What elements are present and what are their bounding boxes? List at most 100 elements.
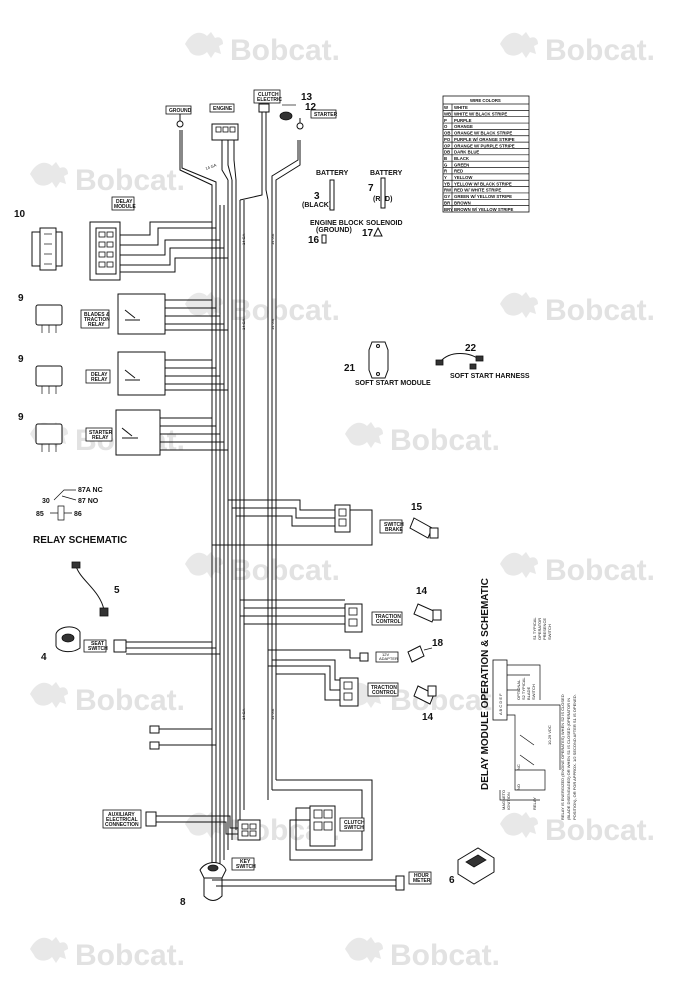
wire-color-code: Y — [444, 175, 447, 180]
watermark-text: Bobcat. — [545, 34, 655, 67]
gauge-label: 14 GA — [270, 708, 275, 720]
wire-colors-title: WIRE COLORS — [470, 98, 501, 103]
battery-cables: BATTERY 3 (BLACK) BATTERY 7 (RED) ENGINE… — [302, 170, 403, 246]
svg-text:PRESENCE: PRESENCE — [542, 618, 547, 640]
wire-color-name: ORANGE W/ BLACK STRIPE — [454, 131, 512, 136]
soft-start-module-label: SOFT START MODULE — [355, 380, 431, 387]
wire-color-code: YB — [444, 181, 450, 186]
callout-13: 13 — [301, 92, 313, 103]
left-connectors — [149, 725, 216, 750]
harness-trunk — [179, 110, 301, 900]
wire-color-name: GREEN — [454, 162, 469, 167]
ground-label: GROUND — [169, 108, 192, 114]
watermark-text: Bobcat. — [390, 684, 500, 717]
watermark-text: Bobcat. — [75, 684, 185, 717]
wire-color-code: BR — [444, 200, 451, 205]
gauge-labels: 14 GA 14 GA 14 GA 14 GA 14 GA 14 GA 14 G… — [205, 162, 275, 720]
starter-label: STARTER — [314, 112, 338, 118]
callout-4: 4 — [41, 652, 47, 663]
pin-87a-label: 87A NC — [78, 487, 103, 494]
wire-color-code: GY — [444, 194, 450, 199]
wire-color-name: WHITE W/ BLACK STRIPE — [454, 112, 507, 117]
wire-color-code: RW — [444, 188, 452, 193]
svg-text:SWITCH: SWITCH — [531, 684, 536, 700]
wire-color-name: RED — [454, 169, 463, 174]
gauge-label: 14 GA — [205, 162, 218, 171]
part-12-13: 13 12 — [279, 92, 317, 121]
callout-7: 7 — [368, 183, 374, 194]
callout-17: 17 — [362, 228, 374, 239]
callout-22: 22 — [465, 343, 477, 354]
wire-color-code: R — [444, 169, 448, 174]
no-label: NO — [516, 784, 521, 790]
callout-6: 6 — [449, 875, 455, 886]
watermark-text: Bobcat. — [230, 294, 340, 327]
delay-module-pins — [98, 231, 114, 268]
battery-black-color: (BLACK) — [302, 202, 331, 209]
callout-14: 14 — [416, 586, 428, 597]
callout-14b: 14 — [422, 712, 434, 723]
wire-color-code: B — [444, 156, 447, 161]
nc-label: NC — [516, 764, 521, 770]
engine-label: ENGINE — [213, 106, 233, 112]
relay-schematic-title: RELAY SCHEMATIC — [33, 535, 127, 546]
watermark-text: Bobcat. — [390, 939, 500, 972]
callout-10: 10 — [14, 209, 26, 220]
svg-text:SWITCH: SWITCH — [547, 624, 552, 640]
wire-color-name: DARK BLUE — [454, 150, 479, 155]
callout-3: 3 — [314, 191, 320, 202]
watermark-text: Bobcat. — [230, 554, 340, 587]
svg-text:IGNITION: IGNITION — [506, 792, 511, 810]
callout-9b: 9 — [18, 354, 24, 365]
wire-color-name: BROWN W/ YELLOW STRIPE — [454, 207, 513, 212]
watermark-layer: Bobcat. Bobcat. Bobcat. Bobcat. Bobcat. … — [30, 32, 655, 972]
callout-9: 9 — [18, 293, 24, 304]
wire-color-name: YELLOW W/ BLACK STRIPE — [454, 181, 512, 186]
callout-12: 12 — [305, 102, 317, 113]
wire-color-name: RED W/ WHITE STRIPE — [454, 188, 501, 193]
relay-label: RELAY — [532, 797, 537, 810]
s2-label: OPTIONAL — [516, 679, 521, 700]
relay-schematic: 87A NC 87 NO 30 85 86 RELAY SCHEMATIC — [33, 487, 127, 546]
callout-18: 18 — [432, 638, 444, 649]
wire-color-code: P — [444, 118, 447, 123]
watermark-text: Bobcat. — [545, 554, 655, 587]
callout-8: 8 — [180, 897, 186, 908]
gauge-label: 14 GA — [270, 318, 275, 330]
delay-schematic-title: DELAY MODULE OPERATION & SCHEMATIC — [480, 578, 491, 790]
delay-note-2: (BLADE DISENGAGED) OR WHEN S1 IS CLOSED … — [566, 698, 571, 820]
pin-85-label: 85 — [36, 511, 44, 518]
wire-color-code: O — [444, 124, 448, 129]
battery-red-label: BATTERY — [370, 170, 403, 177]
wire-color-code: BRY — [444, 207, 453, 212]
s1-label: S1 TYPICAL — [532, 617, 537, 640]
soft-start: 21 SOFT START MODULE 22 SOFT START HARNE… — [344, 341, 530, 387]
watermark-text: Bobcat. — [230, 34, 340, 67]
soft-start-harness-label: SOFT START HARNESS — [450, 373, 530, 380]
callout-15: 15 — [411, 502, 423, 513]
callout-21: 21 — [344, 363, 356, 374]
svg-text:BLADE: BLADE — [526, 687, 531, 700]
ground-connector: GROUND — [165, 105, 192, 128]
engine-connector: ENGINE — [209, 103, 239, 141]
